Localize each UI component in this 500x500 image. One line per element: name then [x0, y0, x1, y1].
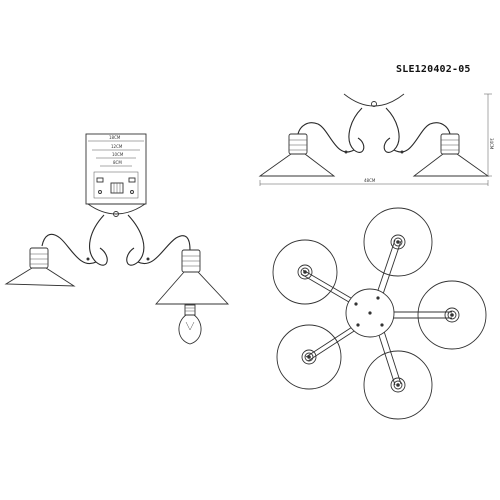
plan-socket-1 — [297, 264, 313, 280]
dim-overall-width: 48CM — [364, 178, 376, 183]
plan-socket-2 — [390, 234, 406, 250]
plan-socket-4 — [301, 349, 317, 365]
dim-overall-height: 34CM — [489, 138, 494, 150]
side-elevation-lamp: 48CM 34CM — [258, 93, 494, 186]
front-view-lamp — [4, 203, 230, 345]
plan-socket-3 — [444, 307, 460, 323]
mounting-plate-detail: 18CM 12CM 10CM 8CM — [85, 133, 147, 205]
plan-view-lamp — [272, 207, 487, 420]
dim-label-8cm: 8CM — [113, 160, 122, 165]
dim-label-12cm: 12CM — [111, 144, 123, 149]
dim-label-18cm: 18CM — [109, 135, 121, 140]
plan-socket-5 — [390, 377, 406, 393]
model-code: SLE120402-05 — [396, 64, 471, 75]
dim-label-10cm: 10CM — [112, 152, 124, 157]
